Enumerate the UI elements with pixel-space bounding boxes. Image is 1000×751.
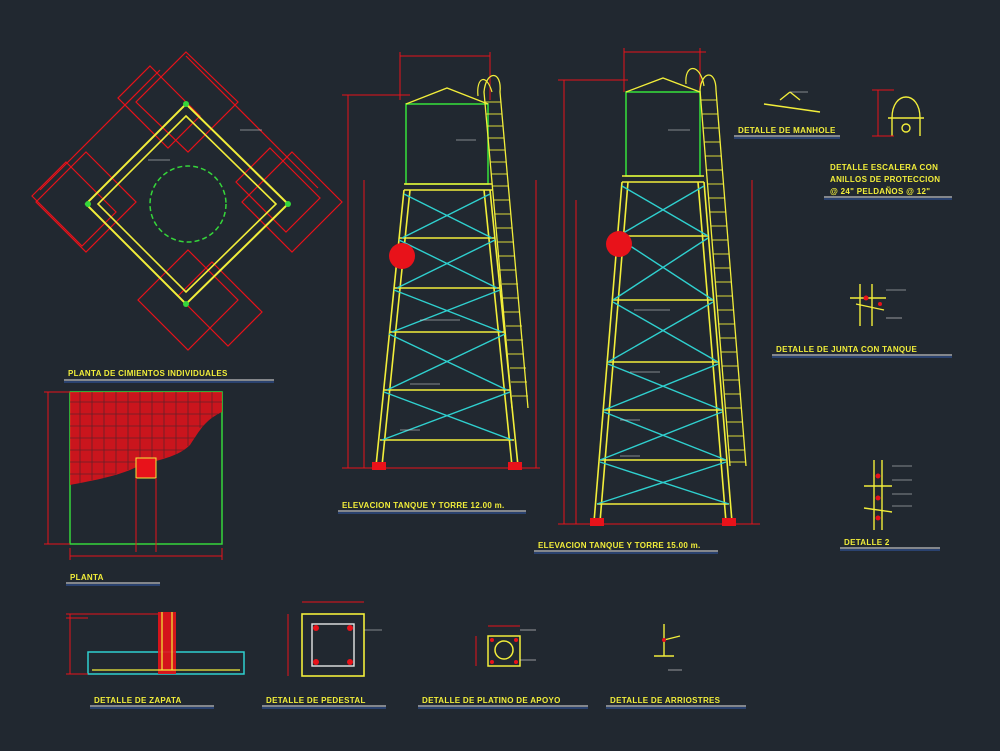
rebar-grid [70, 392, 222, 485]
tower-struts-15m [597, 235, 729, 505]
elevacion-12m-title: ELEVACION TANQUE Y TORRE 12.00 m. [342, 501, 505, 510]
column-marker [183, 101, 189, 107]
tank-roof-15m [625, 77, 701, 93]
footing-left-outer [31, 161, 117, 247]
dimension-line [39, 69, 161, 191]
pedestal-dimensions [287, 601, 364, 676]
annotation-leaders-12m [400, 139, 476, 431]
footing-bottom [137, 249, 239, 351]
tank-joint-detail: DETALLE DE JUNTA CON TANQUE [772, 284, 952, 358]
ladder-12m [483, 74, 529, 409]
vent-pipe-12m [477, 79, 493, 97]
elevation-12m-dimension-lines [342, 52, 540, 469]
ladder-rungs-12m [485, 101, 528, 397]
detalle-escalera-title-line1: DETALLE ESCALERA CON [830, 163, 938, 172]
bracing-bolt [662, 638, 666, 642]
tank-body-12m [405, 103, 489, 185]
tank-support-ring-15m [622, 175, 704, 183]
ladder-15m [699, 74, 747, 467]
detalle-2-title: DETALLE 2 [844, 538, 890, 547]
pedestal-section [135, 457, 157, 479]
elevacion-15m-title: ELEVACION TANQUE Y TORRE 15.00 m. [538, 541, 701, 550]
joint-detail-marker-15m [606, 231, 632, 257]
manhole-detail: DETALLE DE MANHOLE [734, 91, 840, 139]
annotation-leaders-15m [620, 129, 690, 457]
detail-2-drawing [863, 460, 893, 530]
detail-2: DETALLE 2 [840, 460, 940, 551]
pedestal-stirrup [311, 623, 355, 667]
joint-detail-marker-12m [389, 243, 415, 269]
column-marker [183, 301, 189, 307]
base-plate-pipe [494, 640, 514, 660]
ladder-ring-dimensions [872, 89, 894, 137]
dimension-line [185, 55, 319, 189]
pedestal-detail: DETALLE DE PEDESTAL [262, 601, 386, 709]
base-plate-detail: DETALLE DE PLATINO DE APOYO [418, 625, 588, 709]
detalle-junta-title: DETALLE DE JUNTA CON TANQUE [776, 345, 917, 354]
elevation-15m: ELEVACION TANQUE Y TORRE 15.00 m. [534, 48, 760, 554]
detalle-arriostres-title: DETALLE DE ARRIOSTRES [610, 696, 721, 705]
tank-outline-dashed [149, 165, 227, 243]
bracing-detail: DETALLE DE ARRIOSTRES [606, 624, 746, 709]
detail-2-leaders [892, 465, 912, 507]
foundation-plan: PLANTA DE CIMIENTOS INDIVIDUALES [31, 51, 343, 383]
footing-bottom-outer [177, 261, 263, 347]
pedestal-bars [313, 625, 353, 665]
ladder-ring-detail: DETALLE ESCALERA CON ANILLOS DE PROTECCI… [824, 89, 952, 200]
column-marker [285, 201, 291, 207]
footing-top-outer [117, 65, 201, 149]
planta-title: PLANTA [70, 573, 104, 582]
detalle-pedestal-title: DETALLE DE PEDESTAL [266, 696, 366, 705]
tower-braces-15m [596, 185, 730, 505]
bracing-drawing [654, 624, 681, 657]
planta-cimientos-title: PLANTA DE CIMIENTOS INDIVIDUALES [68, 369, 228, 378]
elevation-12m: ELEVACION TANQUE Y TORRE 12.00 m. [338, 52, 540, 514]
column-marker [85, 201, 91, 207]
anchor-base-12m [372, 462, 522, 470]
detalle-zapata-title: DETALLE DE ZAPATA [94, 696, 182, 705]
footing-detail-dimensions [66, 613, 158, 675]
pedestal-outline [301, 613, 365, 677]
tank-joint-accents [863, 295, 882, 306]
detalle-manhole-title: DETALLE DE MANHOLE [738, 126, 836, 135]
footing-rebar [92, 612, 240, 671]
tie-beam-inner [96, 114, 278, 294]
footing-top [135, 51, 239, 153]
footing-left [35, 151, 137, 253]
footing-outlines [31, 51, 343, 351]
tower-struts-12m [380, 237, 514, 441]
base-plate-leaders [520, 629, 536, 661]
footing-pedestal [158, 612, 176, 674]
detalle-escalera-title-line2: ANILLOS DE PROTECCION [830, 175, 940, 184]
footing-plan-dimensions [44, 391, 223, 560]
detalle-escalera-title-line3: @ 24" PELDAÑOS @ 12" [830, 187, 930, 196]
anchor-base-15m [590, 518, 736, 526]
column-markers [85, 101, 291, 307]
base-plate-dimensions [475, 625, 520, 666]
footing-right [241, 151, 343, 253]
tower-braces-12m [381, 193, 513, 441]
ladder-rungs-15m [701, 99, 746, 463]
tank-roof-12m [405, 87, 489, 105]
ladder-ring-drawing [888, 96, 924, 136]
tank-body-15m [625, 91, 701, 177]
tank-support-ring-12m [404, 183, 492, 191]
detalle-platino-title: DETALLE DE PLATINO DE APOYO [422, 696, 561, 705]
manhole-drawing [763, 91, 821, 113]
base-plate [487, 635, 521, 667]
footing-right-outer [235, 147, 321, 233]
footing-detail: DETALLE DE ZAPATA [66, 612, 245, 709]
footing-plan: PLANTA [44, 391, 223, 586]
base-plate-bolts [490, 638, 518, 664]
detail-2-accents [875, 473, 881, 521]
elevation-15m-dimension-lines [558, 48, 760, 525]
